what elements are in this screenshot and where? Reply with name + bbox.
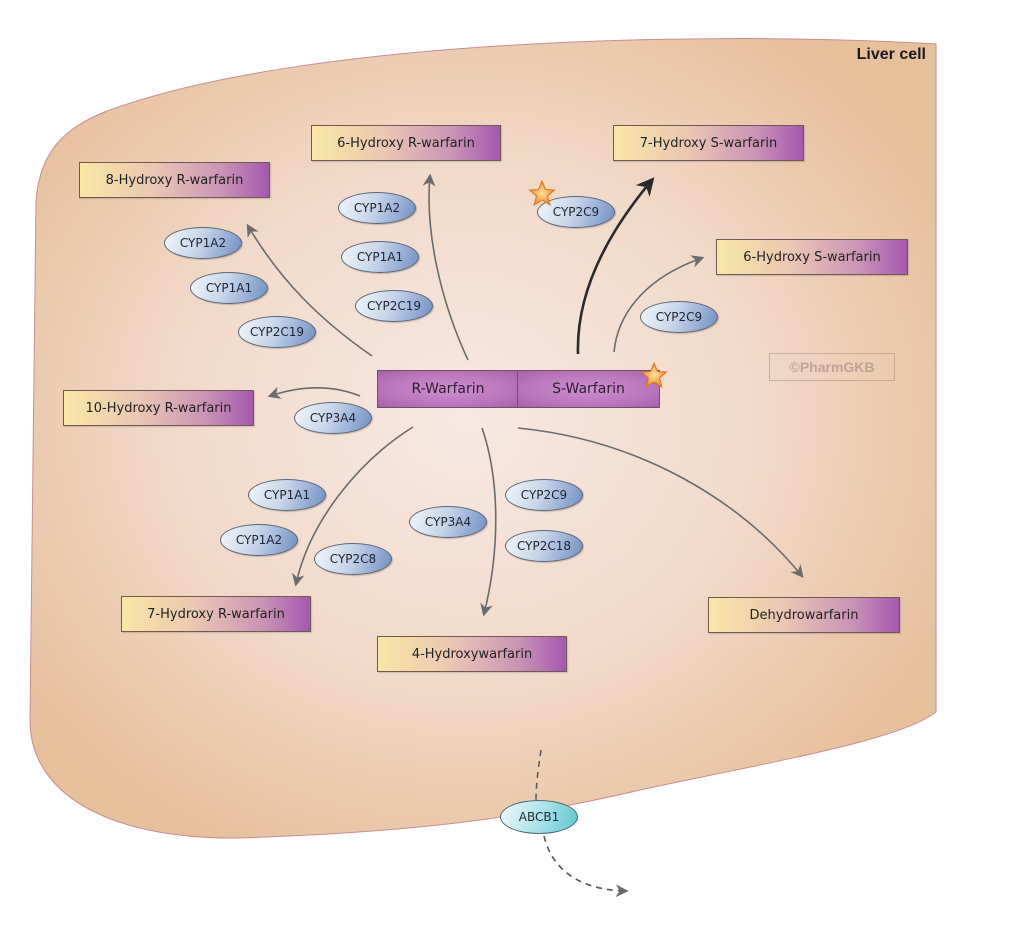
orange-star-icon — [528, 180, 556, 207]
enzyme-cyp3a4: CYP3A4 — [294, 402, 372, 434]
enzyme-cyp1a2: CYP1A2 — [220, 524, 298, 556]
enzyme-cyp1a1: CYP1A1 — [341, 241, 419, 273]
efflux-outbound-dashed-arrow — [543, 835, 629, 898]
metabolite-8-hydroxy-r-warfarin: 8-Hydroxy R-warfarin — [79, 162, 270, 198]
metabolite-6-hydroxy-s-warfarin: 6-Hydroxy S-warfarin — [716, 239, 908, 275]
enzyme-cyp3a4: CYP3A4 — [409, 506, 487, 538]
metabolite-6-hydroxy-r-warfarin: 6-Hydroxy R-warfarin — [311, 125, 501, 161]
arrow-to-dehydro — [517, 427, 804, 578]
drug-s-warfarin: S-Warfarin — [517, 370, 660, 408]
arrow-to-6-hydroxy-s — [613, 255, 705, 353]
transporter-abcb1: ABCB1 — [500, 800, 578, 834]
arrow-to-7-hydroxy-r — [291, 426, 414, 587]
enzyme-cyp2c9: CYP2C9 — [505, 479, 583, 511]
arrow-to-10-hydroxy-r — [267, 386, 361, 399]
efflux-inbound-dashed — [535, 749, 542, 801]
enzyme-cyp2c19: CYP2C19 — [238, 316, 316, 348]
arrow-to-4-hydroxy — [480, 427, 497, 617]
arrow-to-8-hydroxy-r — [246, 223, 373, 357]
metabolite-10-hydroxy-r-warfarin: 10-Hydroxy R-warfarin — [63, 390, 254, 426]
enzyme-cyp1a2: CYP1A2 — [164, 227, 242, 259]
metabolite-4-hydroxywarfarin: 4-Hydroxywarfarin — [377, 636, 567, 672]
enzyme-cyp2c8: CYP2C8 — [314, 543, 392, 575]
enzyme-cyp2c9: CYP2C9 — [640, 301, 718, 333]
enzyme-cyp1a1: CYP1A1 — [248, 479, 326, 511]
metabolite-7-hydroxy-r-warfarin: 7-Hydroxy R-warfarin — [121, 596, 311, 632]
arrow-to-6-hydroxy-r — [422, 173, 469, 361]
enzyme-cyp1a2: CYP1A2 — [338, 192, 416, 224]
drug-r-warfarin: R-Warfarin — [377, 370, 519, 408]
enzyme-cyp2c18: CYP2C18 — [505, 530, 583, 562]
metabolite-7-hydroxy-s-warfarin: 7-Hydroxy S-warfarin — [613, 125, 804, 161]
metabolite-dehydrowarfarin: Dehydrowarfarin — [708, 597, 900, 633]
enzyme-cyp2c19: CYP2C19 — [355, 290, 433, 322]
orange-star-icon — [640, 362, 668, 389]
enzyme-cyp1a1: CYP1A1 — [190, 272, 268, 304]
enzyme-cyp2c9-major: CYP2C9 — [537, 196, 615, 228]
arrow-to-7-hydroxy-s — [576, 177, 655, 355]
liver-cell-label: Liver cell — [856, 46, 926, 63]
pharmgkb-watermark: ©PharmGKB — [769, 353, 895, 381]
